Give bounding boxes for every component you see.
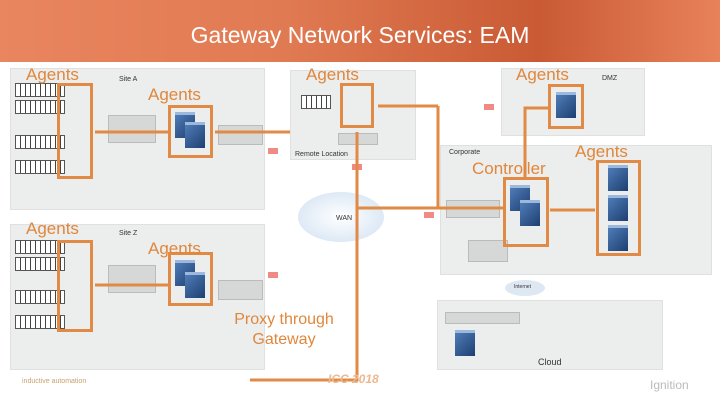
agents-box [596,160,641,256]
remote-label: Remote Location [295,151,348,158]
corporate-label: Corporate [449,149,481,156]
agents-box [57,240,93,332]
site-z-label: Site Z [119,230,138,237]
slide-title: Gateway Network Services: EAM [190,22,530,48]
internet-cloud: Internet [505,280,545,296]
server-icon [185,272,205,298]
site-a-label: Site A [119,76,138,83]
agents-label: Agents [516,65,569,84]
icc-logo: ICC 2018 [328,372,379,386]
firewall-icon [268,272,278,278]
plc-rack [301,95,331,109]
agents-box [548,84,584,129]
server-icon [608,195,628,221]
agent-link [523,106,548,177]
controller-label: Controller [472,159,546,178]
proxy-label: Proxy through Gateway [234,311,334,348]
cloud-label: Cloud [538,357,562,367]
firewall-icon [424,212,434,218]
firewall-icon [484,104,494,110]
agent-link [250,208,359,382]
gateway-modules [108,265,156,293]
agents-label: Agents [26,65,79,84]
server-icon [608,225,628,251]
ignition-logo: Ignition [650,378,689,392]
internet-label: Internet [514,284,531,290]
server-icon [185,122,205,148]
server-icon [556,92,576,118]
plc-rack [15,290,65,304]
agents-label: Agents [575,142,628,161]
plc-rack [15,83,65,97]
agents-label: Agents [148,239,201,258]
server-icon [455,330,475,356]
server-icon [520,200,540,226]
plc-rack [15,160,65,174]
agents-box [57,83,93,179]
plc-rack [15,135,65,149]
plc-rack [15,257,65,271]
server-icon [608,165,628,191]
plc-rack [15,100,65,114]
agents-box [168,252,213,306]
firewall-icon [268,148,278,154]
dmz-label: DMZ [602,75,618,82]
plc-rack [15,240,65,254]
gateway-modules [108,115,156,143]
inductive-automation-logo: inductive automation [22,378,87,385]
gateway-modules [218,125,263,145]
agents-label: Agents [26,219,79,238]
header-band [0,0,720,62]
controller-box [503,177,549,247]
wan-label: WAN [336,215,353,222]
wan-cloud: WAN [298,192,384,242]
gateway-modules [218,280,263,300]
agents-label: Agents [148,85,201,104]
agents-label: Agents [306,65,359,84]
gateway-modules [445,312,520,324]
gateway-modules [468,240,508,262]
agents-box [340,83,374,128]
plc-rack [15,315,65,329]
agents-box [168,105,213,158]
